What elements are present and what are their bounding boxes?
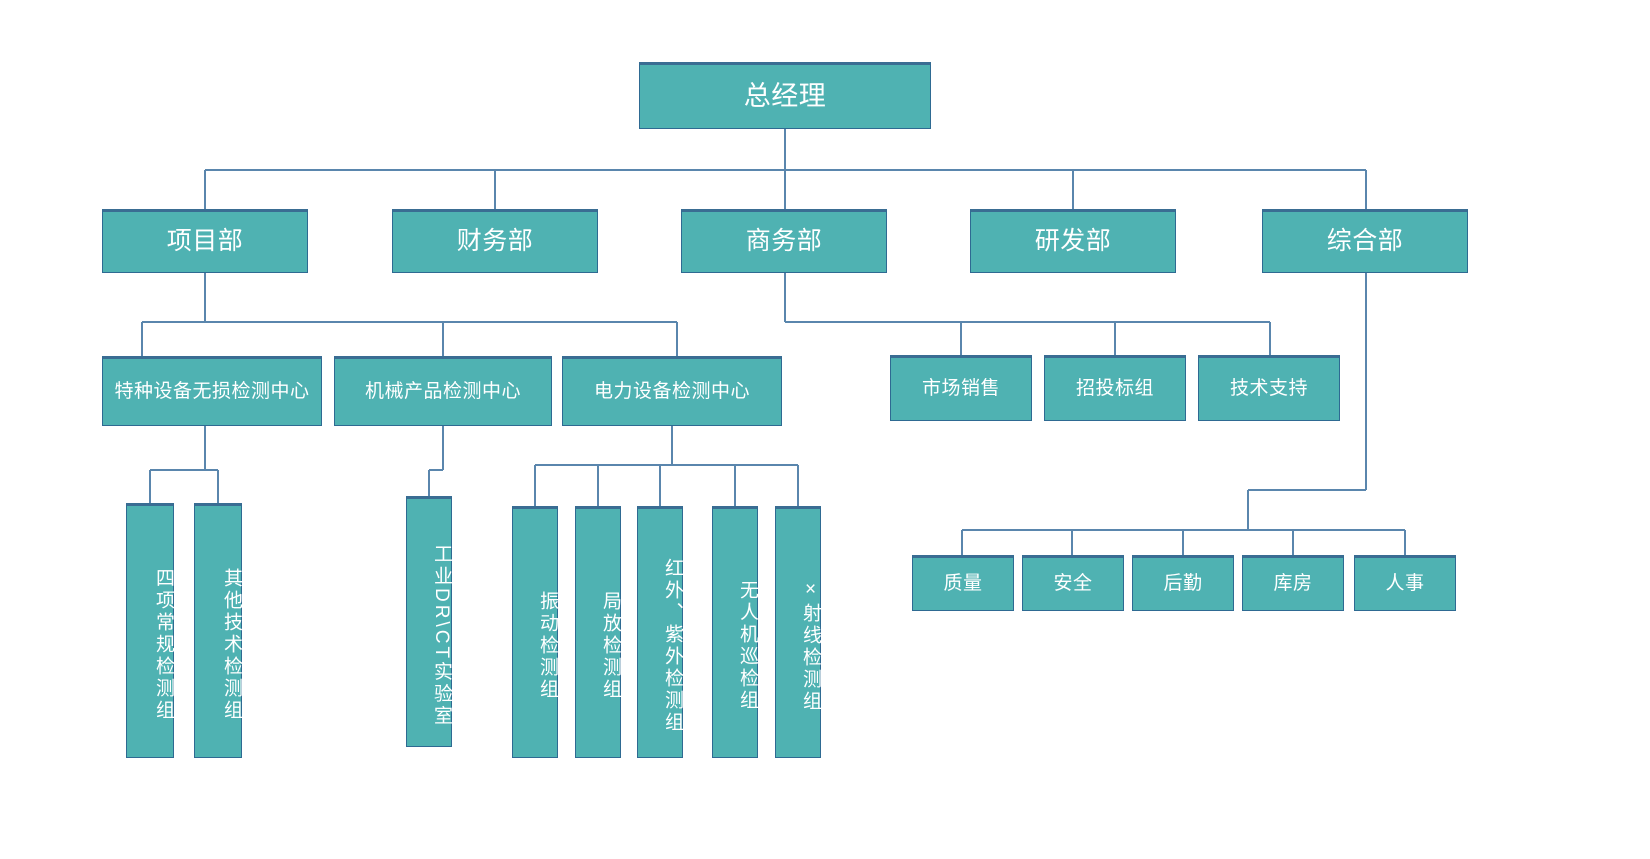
node-label: 机械产品检测中心: [364, 380, 521, 402]
node-label: 总经理: [743, 80, 827, 111]
node-label: 商务部: [745, 227, 823, 256]
node-quality[interactable]: 质量: [912, 555, 1014, 611]
node-label: 其他技术检测组: [221, 567, 242, 722]
node-special-equipment-ndt-center[interactable]: 特种设备无损检测中心: [102, 356, 322, 426]
node-label: 人事: [1385, 572, 1425, 594]
node-label: 研发部: [1034, 227, 1112, 256]
node-infrared-ultraviolet-testing-group[interactable]: 红外、紫外检测组: [637, 506, 683, 758]
node-partial-discharge-testing-group[interactable]: 局放检测组: [575, 506, 621, 758]
node-label: 无人机巡检组: [737, 580, 758, 712]
node-label: 财务部: [456, 227, 534, 256]
node-label: 红外、紫外检测组: [662, 558, 683, 734]
node-general-manager[interactable]: 总经理: [639, 62, 931, 129]
node-label: 安全: [1053, 572, 1093, 594]
node-four-routine-testing-group[interactable]: 四项常规检测组: [126, 503, 174, 758]
node-label: 综合部: [1326, 227, 1404, 256]
node-power-equipment-testing-center[interactable]: 电力设备检测中心: [562, 356, 782, 426]
node-label: 四项常规检测组: [153, 567, 174, 722]
node-project-department[interactable]: 项目部: [102, 209, 308, 273]
node-logistics[interactable]: 后勤: [1132, 555, 1234, 611]
node-vibration-testing-group[interactable]: 振动检测组: [512, 506, 558, 758]
node-label: 质量: [943, 572, 983, 594]
node-human-resources[interactable]: 人事: [1354, 555, 1456, 611]
node-label: 技术支持: [1229, 377, 1308, 399]
node-xray-testing-group[interactable]: ×射线检测组: [775, 506, 821, 758]
node-label: 后勤: [1163, 572, 1203, 594]
node-rnd-department[interactable]: 研发部: [970, 209, 1176, 273]
node-label: 招投标组: [1075, 377, 1154, 399]
node-uav-inspection-group[interactable]: 无人机巡检组: [712, 506, 758, 758]
node-label: 市场销售: [921, 377, 1000, 399]
node-label: 振动检测组: [537, 591, 558, 701]
node-business-department[interactable]: 商务部: [681, 209, 887, 273]
node-finance-department[interactable]: 财务部: [392, 209, 598, 273]
node-label: 特种设备无损检测中心: [114, 380, 310, 402]
node-label: 项目部: [166, 227, 244, 256]
node-bidding-group[interactable]: 招投标组: [1044, 355, 1186, 421]
node-label: ×射线检测组: [800, 579, 821, 713]
node-technical-support[interactable]: 技术支持: [1198, 355, 1340, 421]
node-label: 局放检测组: [600, 591, 621, 701]
node-label: 工业DR\CT实验室: [431, 543, 452, 728]
node-general-affairs-department[interactable]: 综合部: [1262, 209, 1468, 273]
node-industrial-drct-laboratory[interactable]: 工业DR\CT实验室: [406, 496, 452, 747]
node-warehouse[interactable]: 库房: [1242, 555, 1344, 611]
node-other-technical-testing-group[interactable]: 其他技术检测组: [194, 503, 242, 758]
node-label: 电力设备检测中心: [593, 380, 750, 402]
node-safety[interactable]: 安全: [1022, 555, 1124, 611]
node-market-sales[interactable]: 市场销售: [890, 355, 1032, 421]
node-mechanical-product-testing-center[interactable]: 机械产品检测中心: [334, 356, 552, 426]
node-label: 库房: [1273, 572, 1313, 594]
